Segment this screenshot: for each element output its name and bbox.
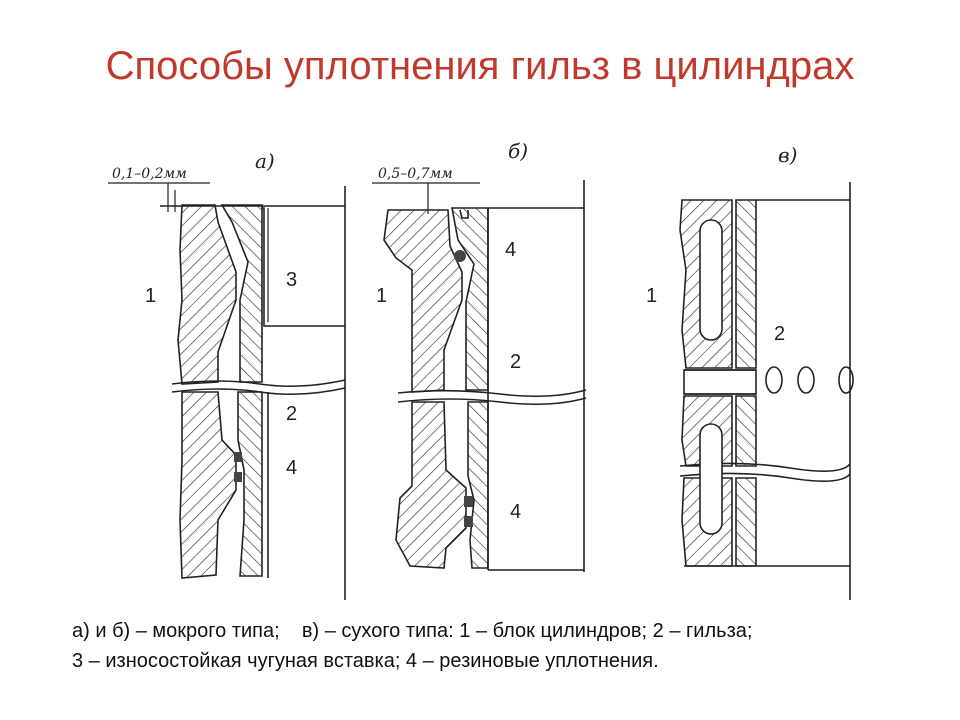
panel-a-liner-upper (220, 204, 263, 383)
panel-b-label-2: 2 (510, 351, 521, 373)
panel-b-seal (464, 516, 473, 527)
panel-c (679, 182, 854, 600)
panel-a-letter: а) (255, 149, 275, 173)
panel-b-block-lower (395, 401, 467, 569)
panel-a-block-lower (179, 391, 237, 579)
panel-a-label-4: 4 (286, 457, 297, 479)
panel-b-label-4-top: 4 (505, 239, 516, 261)
panel-b-label-1: 1 (376, 285, 387, 307)
panel-c-letter: в) (778, 143, 797, 167)
panel-a-dimension: 0,1–0,2мм (112, 166, 187, 182)
panel-b-seal (464, 496, 473, 507)
panel-a-seal (234, 472, 242, 482)
page-title: Способы уплотнения гильз в цилиндрах (105, 44, 855, 88)
caption-line-1: а) и б) – мокрого типа; в) – сухого типа… (72, 620, 753, 642)
panel-a-insert (262, 207, 345, 327)
panel-b-letter: б) (508, 139, 528, 163)
panel-c-liner-upper (735, 199, 757, 369)
panel-a-label-1: 1 (145, 285, 156, 307)
panel-a-label-2: 2 (286, 403, 297, 425)
panel-b-seal (454, 250, 466, 262)
panel-a-liner-lower (237, 391, 263, 577)
panel-b-liner-lower (467, 401, 489, 569)
panel-b-label-4-bottom: 4 (510, 501, 521, 523)
panel-a-label-3: 3 (286, 269, 297, 291)
panel-c-label-1: 1 (646, 285, 657, 307)
panel-b-dimension: 0,5–0,7мм (378, 166, 453, 182)
panel-b-block-upper (383, 209, 463, 393)
panel-c-label-2: 2 (774, 323, 785, 345)
panel-a-seal (234, 452, 242, 462)
caption-line-2: 3 – износостойкая чугуная вставка; 4 – р… (72, 650, 659, 672)
panel-a (108, 182, 346, 600)
panel-b (372, 180, 587, 572)
panel-a-block-upper (177, 204, 237, 385)
